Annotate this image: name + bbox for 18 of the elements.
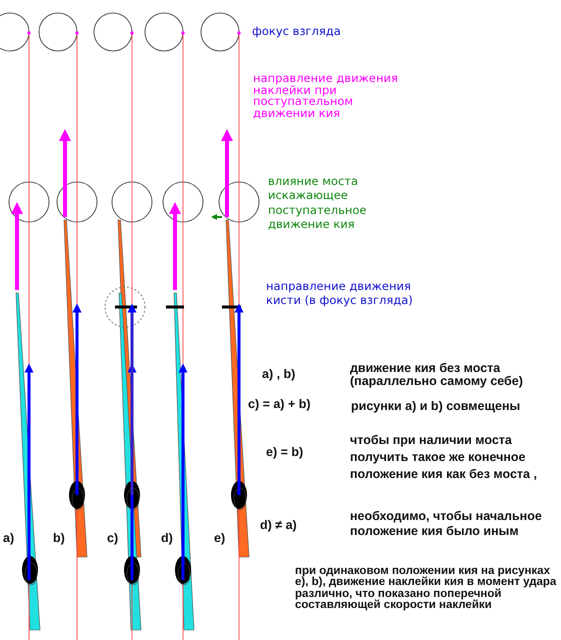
note-text: чтобы при наличии моста получить такое же конечное положение кия как без моста , — [350, 432, 538, 483]
annotation-text: влияние моста искажающее поступательное движение кия — [268, 174, 368, 232]
formula-text: e) = b) — [266, 446, 304, 460]
note-text: необходимо, чтобы начальное положение кия было иным — [350, 509, 543, 539]
note-text: рисунки a) и b) совмещены — [351, 400, 522, 414]
panel-label: b) — [53, 532, 66, 546]
annotation-text: направление движения кисти (в фокус взгляда) — [266, 280, 414, 308]
note-text: движение кия без моста (параллельно самому себе) — [350, 362, 524, 387]
annotation-text: фокус взгляда — [252, 25, 342, 38]
panel-label: c) — [107, 532, 120, 546]
panel-label: a) — [3, 532, 16, 546]
panel-label: d) — [161, 532, 174, 546]
formula-text: a) , b) — [262, 368, 296, 382]
formula-text: d) ≠ a) — [260, 519, 298, 533]
annotation-text: направление движения наклейки при поступательном движении кия — [253, 73, 399, 119]
panel-label: e) — [214, 532, 226, 546]
formula-text: c) = a) + b) — [248, 398, 312, 412]
note-text: при одинаковом положении кия на рисунках e), b), движение наклейки кия в момент удара различно, что показано поперечной составляющей скорости наклейки — [295, 566, 557, 612]
